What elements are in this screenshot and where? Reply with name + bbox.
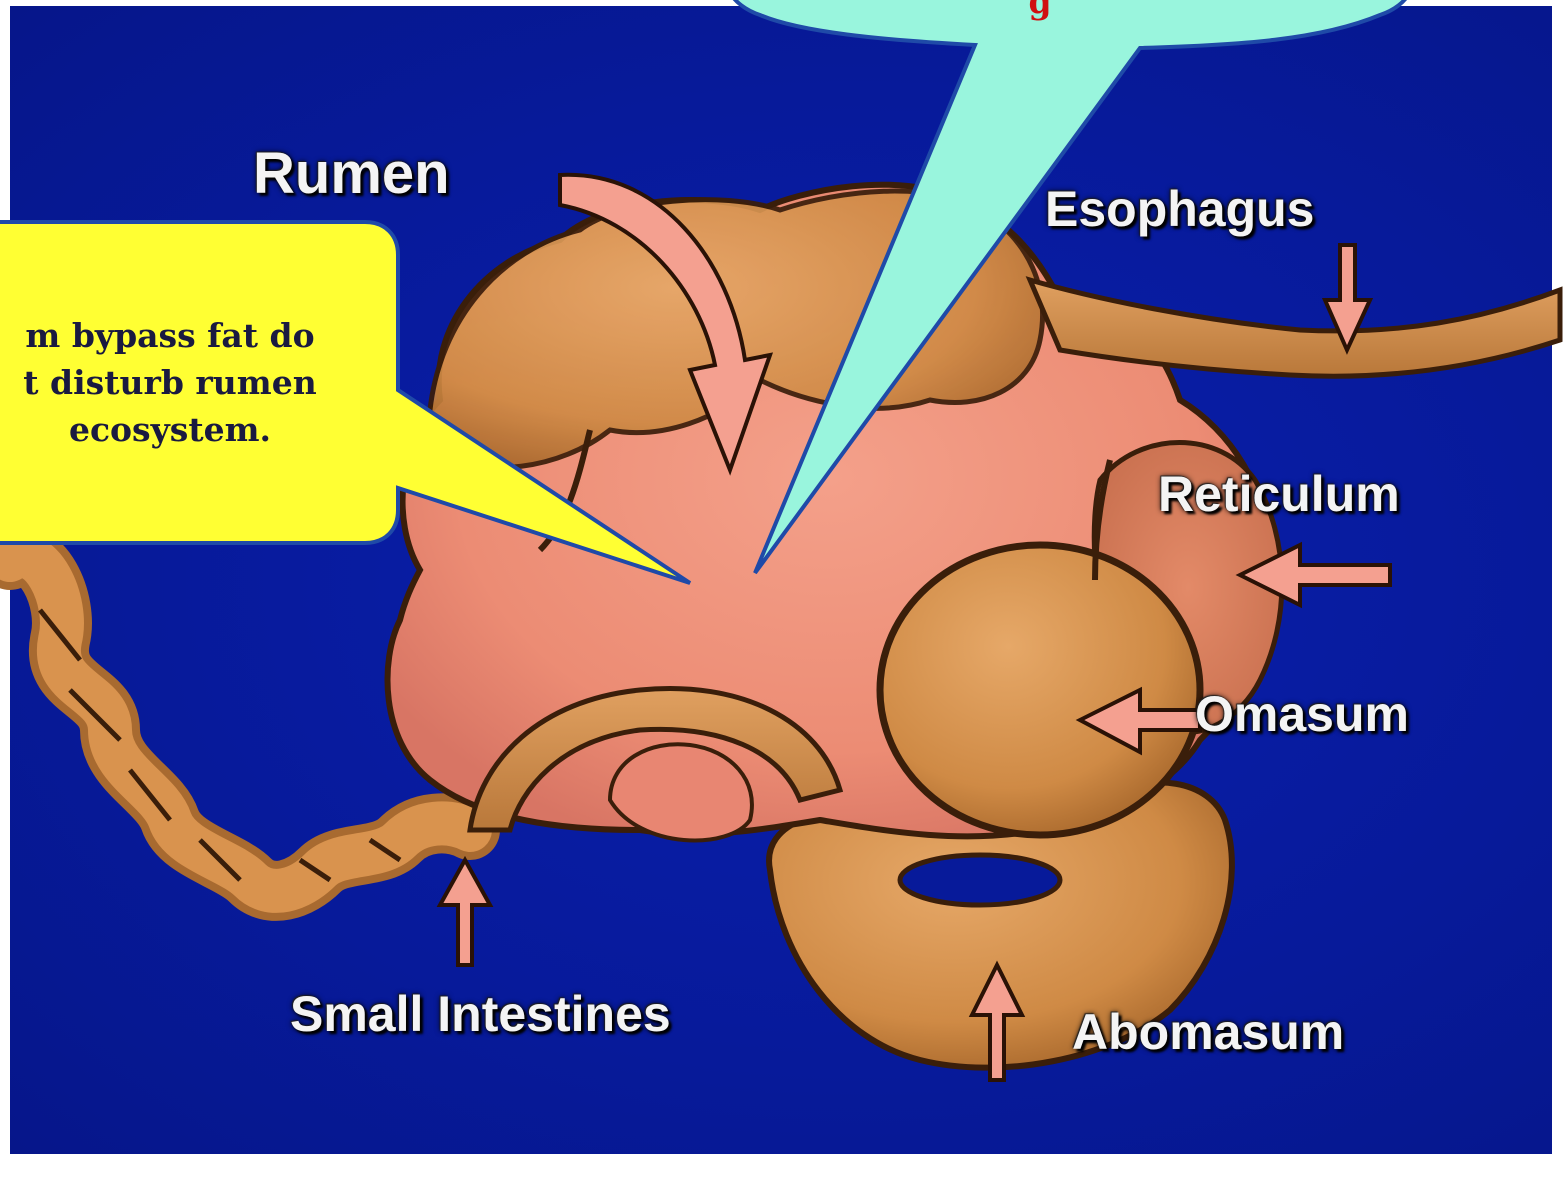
yellow-callout-text: m bypass fat do t disturb rumen ecosyste… bbox=[0, 312, 360, 453]
label-omasum: Omasum bbox=[1195, 685, 1409, 743]
small-intestine-arrow bbox=[440, 860, 490, 965]
label-abomasum: Abomasum bbox=[1072, 1003, 1344, 1061]
label-esophagus: Esophagus bbox=[1045, 180, 1314, 238]
cyan-callout-text: g bbox=[760, 0, 1320, 21]
yellow-callout-line-3: ecosystem. bbox=[0, 406, 360, 453]
yellow-callout-line-2: t disturb rumen bbox=[0, 359, 360, 406]
label-rumen: Rumen bbox=[253, 140, 450, 207]
omasum-shape bbox=[880, 545, 1200, 835]
label-reticulum: Reticulum bbox=[1158, 465, 1400, 523]
yellow-callout-line-1: m bypass fat do bbox=[0, 312, 360, 359]
label-small-intestines: Small Intestines bbox=[290, 985, 671, 1043]
